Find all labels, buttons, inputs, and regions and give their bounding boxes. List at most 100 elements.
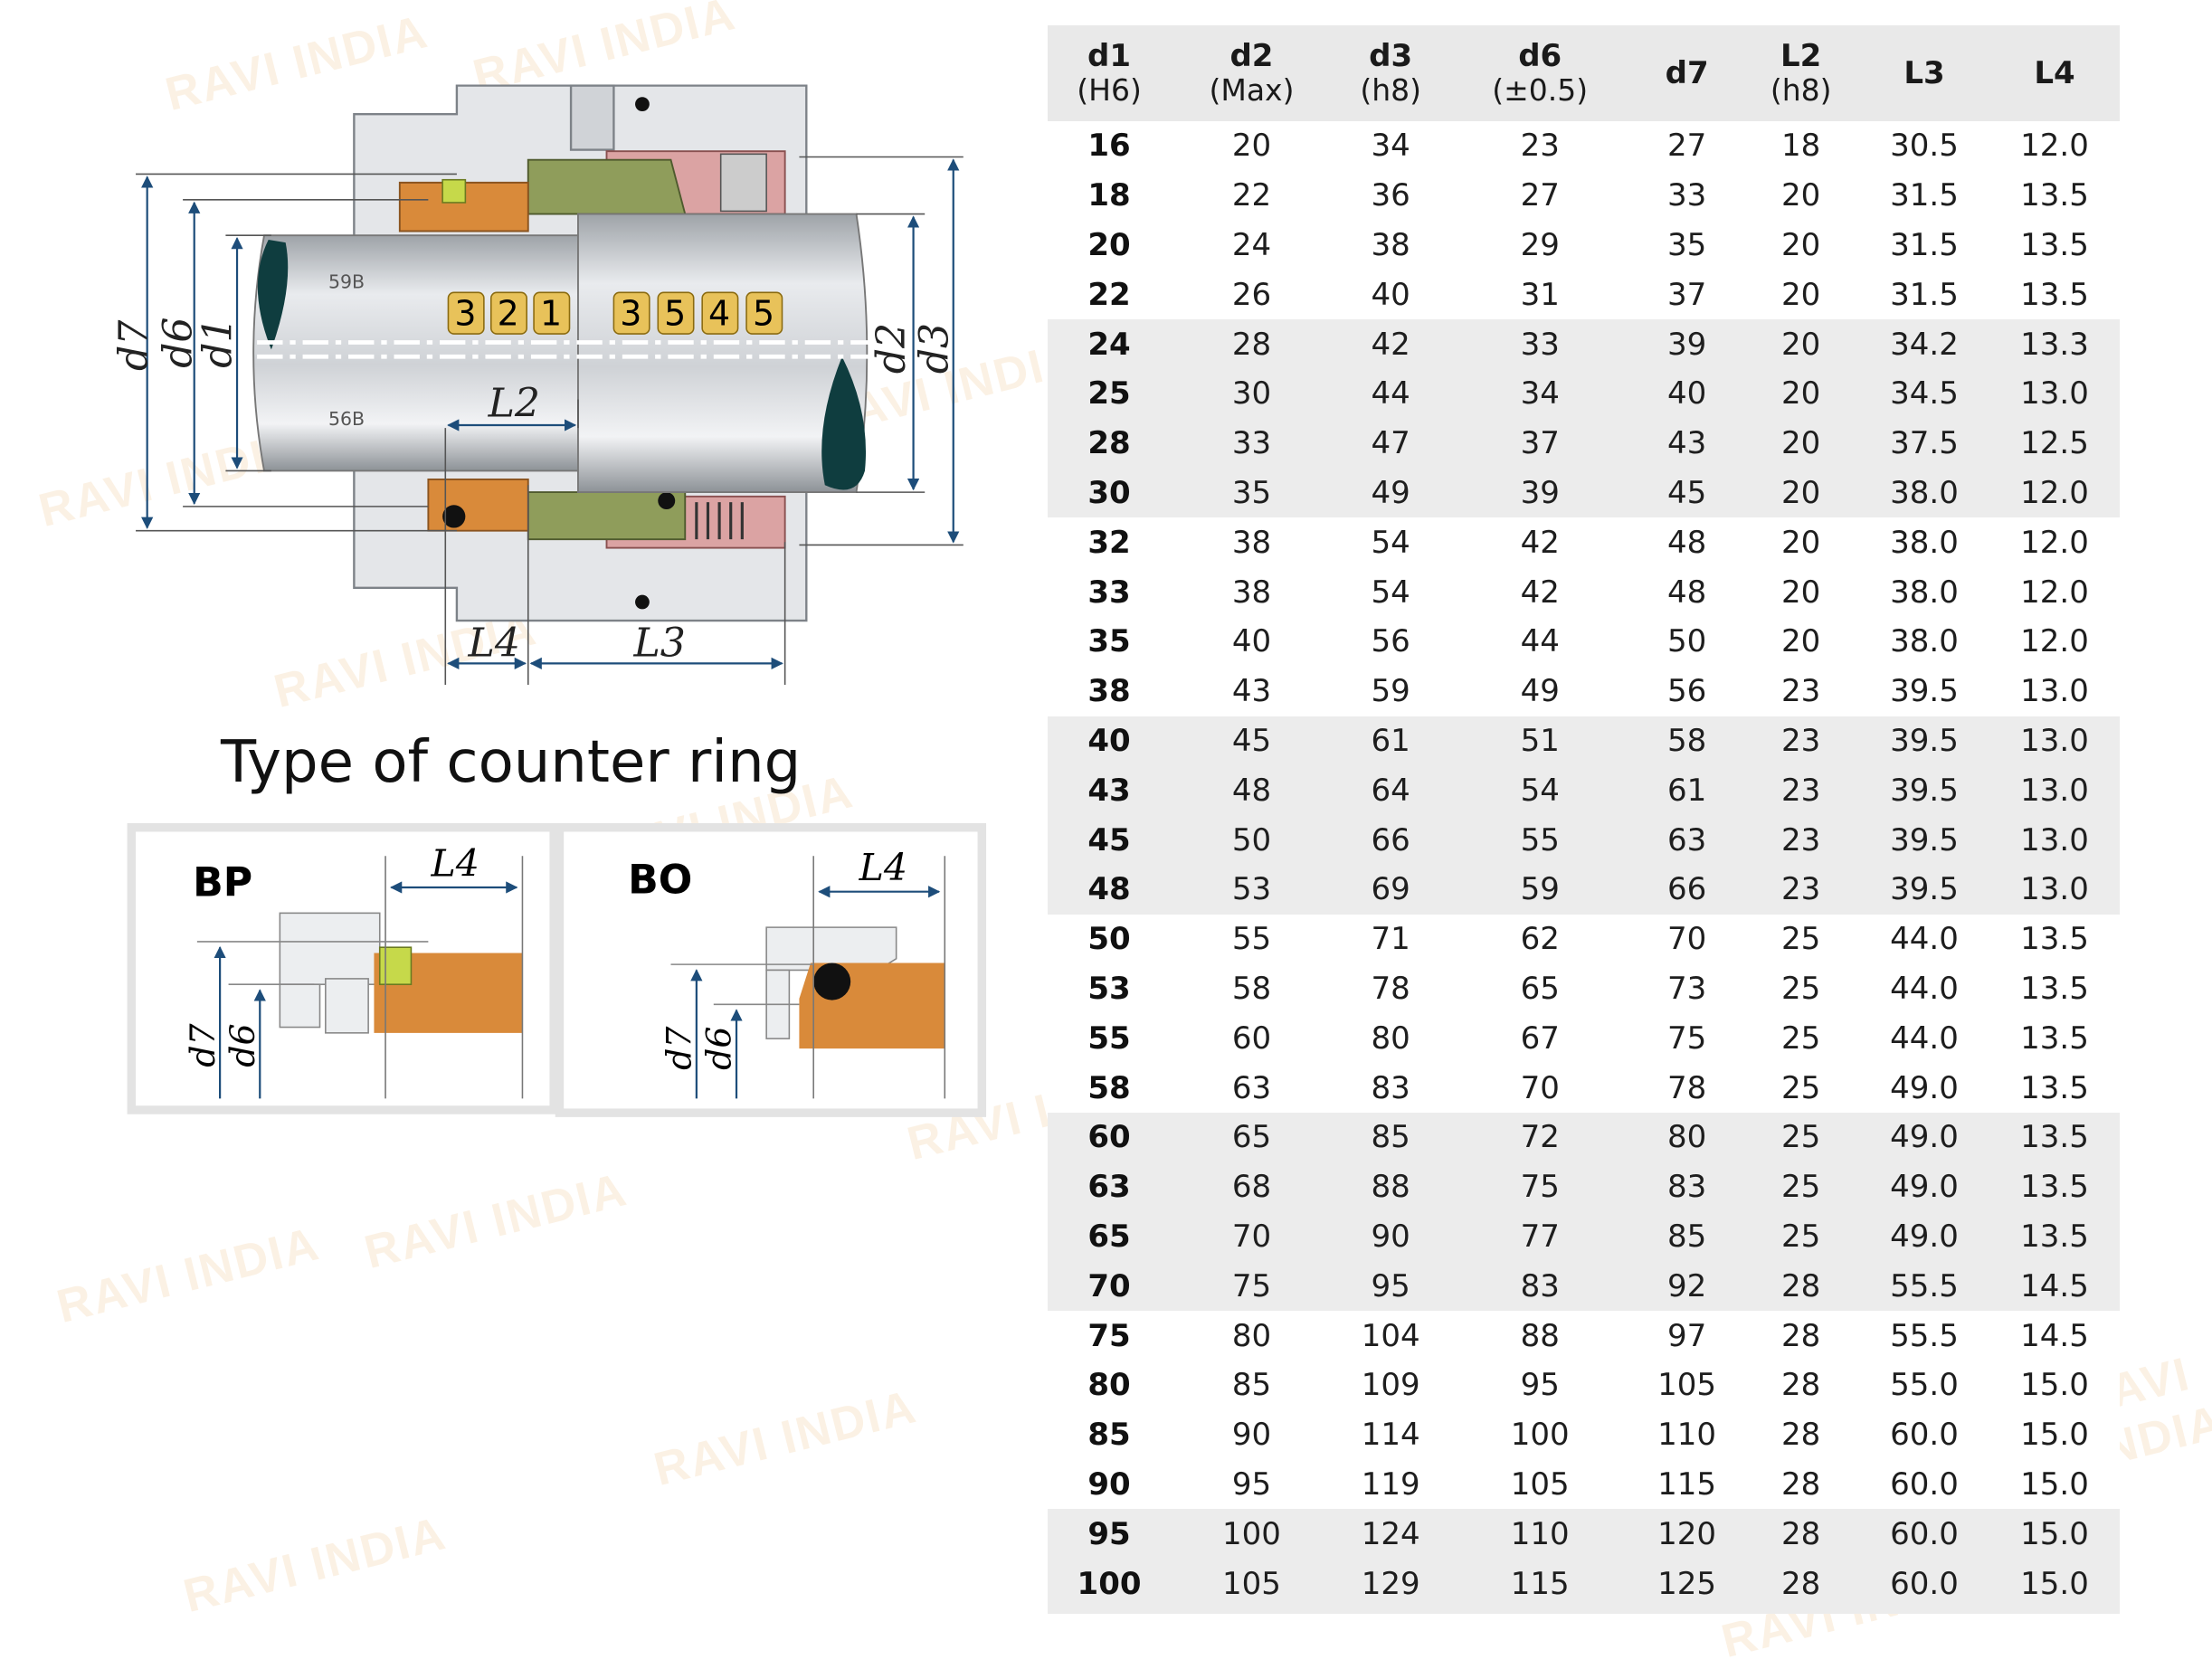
cell-l2: 25 [1781, 921, 1821, 958]
cell-d3: 59 [1371, 673, 1410, 710]
cell-d3: 49 [1332, 468, 1449, 518]
cell-l3: 38.0 [1890, 623, 1959, 660]
cell-l2: 28 [1781, 1367, 1821, 1404]
column-header-tolerance: (h8) [1360, 72, 1421, 108]
cell-d7: 97 [1666, 1317, 1707, 1354]
cell-l3: 31.5 [1890, 276, 1959, 313]
cell-d2: 33 [1171, 418, 1333, 469]
cell-d2: 80 [1231, 1317, 1272, 1354]
cell-l4: 13.0 [1989, 864, 2120, 915]
cell-d6: 44 [1520, 623, 1560, 660]
type-bo-label: BO [628, 857, 692, 903]
cell-l3: 44.0 [1890, 921, 1959, 958]
cell-d6: 49 [1520, 673, 1560, 710]
cell-d6: 110 [1448, 1509, 1631, 1560]
cell-d7: 63 [1630, 815, 1743, 865]
cell-d1: 45 [1048, 815, 1172, 865]
cell-d3: 38 [1371, 226, 1410, 263]
column-header-name: d3 [1369, 38, 1413, 74]
cell-d1: 50 [1087, 921, 1131, 958]
cell-l2: 23 [1742, 716, 1860, 766]
cell-d3: 40 [1371, 276, 1410, 313]
label-L4: L4 [468, 620, 520, 666]
cell-d7: 92 [1630, 1261, 1743, 1312]
dimension-arrows [141, 158, 960, 669]
cell-d7: 85 [1630, 1211, 1743, 1262]
cell-l2: 28 [1742, 1261, 1860, 1312]
cell-d6: 54 [1448, 765, 1631, 816]
cell-l3: 49.0 [1859, 1211, 1989, 1262]
cell-d3: 129 [1332, 1559, 1449, 1614]
cell-l2: 25 [1781, 970, 1821, 1007]
shaft-mark-bottom: 56B [328, 408, 365, 430]
cell-d3: 80 [1371, 1019, 1410, 1057]
column-header-l3: L3 [1859, 25, 1989, 121]
cell-d3: 124 [1332, 1509, 1449, 1560]
cell-l2: 20 [1742, 468, 1860, 518]
part-number: 1 [540, 294, 562, 334]
column-header-tolerance: (Max) [1209, 72, 1295, 108]
cell-d6: 88 [1520, 1317, 1560, 1354]
column-header-name: d6 [1518, 38, 1562, 74]
cell-l2: 28 [1781, 1417, 1821, 1454]
cell-d2: 75 [1171, 1261, 1333, 1312]
column-header-tolerance: (H6) [1077, 72, 1142, 108]
cell-l2: 28 [1742, 1509, 1860, 1560]
cell-d7: 45 [1630, 468, 1743, 518]
column-header-d2: d2(Max) [1171, 25, 1333, 121]
label-d1: d1 [195, 318, 242, 368]
cell-l4: 15.0 [1989, 1559, 2120, 1614]
cell-l3: 34.2 [1859, 319, 1989, 369]
bp-d7-label: d7 [183, 1022, 223, 1067]
cell-l3: 31.5 [1890, 226, 1959, 263]
cell-l4: 13.0 [1989, 716, 2120, 766]
cell-d2: 90 [1231, 1417, 1272, 1454]
cell-d3: 95 [1332, 1261, 1449, 1312]
cell-d2: 85 [1231, 1367, 1272, 1404]
shaft [252, 213, 874, 494]
cell-d1: 95 [1048, 1509, 1172, 1560]
cell-d1: 48 [1048, 864, 1172, 915]
bo-d7-label: d7 [660, 1026, 699, 1070]
cell-d1: 100 [1048, 1559, 1172, 1614]
cell-l3: 34.5 [1859, 368, 1989, 419]
cell-d1: 28 [1048, 418, 1172, 469]
cell-l4: 12.0 [2020, 128, 2089, 165]
cell-d6: 65 [1520, 970, 1560, 1007]
cell-d7: 27 [1666, 128, 1707, 165]
cell-l4: 13.5 [2020, 1019, 2089, 1057]
cell-d7: 58 [1630, 716, 1743, 766]
cell-d3: 90 [1332, 1211, 1449, 1262]
column-header-name: L3 [1903, 55, 1945, 91]
cell-l3: 38.0 [1890, 524, 1959, 561]
cell-l2: 20 [1742, 319, 1860, 369]
cell-d6: 39 [1448, 468, 1631, 518]
cell-d3: 56 [1371, 623, 1410, 660]
cell-l3: 37.5 [1859, 418, 1989, 469]
cell-d6: 95 [1520, 1367, 1560, 1404]
cell-d1: 43 [1048, 765, 1172, 816]
cell-d6: 75 [1448, 1162, 1631, 1212]
cell-d7: 40 [1630, 368, 1743, 419]
cell-l4: 13.5 [2020, 177, 2089, 214]
cell-d7: 110 [1657, 1417, 1717, 1454]
label-L2: L2 [488, 381, 540, 427]
cell-d3: 34 [1371, 128, 1410, 165]
cell-d3: 54 [1371, 524, 1410, 561]
cell-l2: 25 [1742, 1211, 1860, 1262]
cell-l3: 39.5 [1890, 673, 1959, 710]
cell-d1: 24 [1048, 319, 1172, 369]
cell-d2: 26 [1231, 276, 1272, 313]
part-number: 5 [664, 294, 686, 334]
counter-ring-oring [441, 178, 467, 204]
column-header-tolerance: (±0.5) [1492, 72, 1589, 108]
